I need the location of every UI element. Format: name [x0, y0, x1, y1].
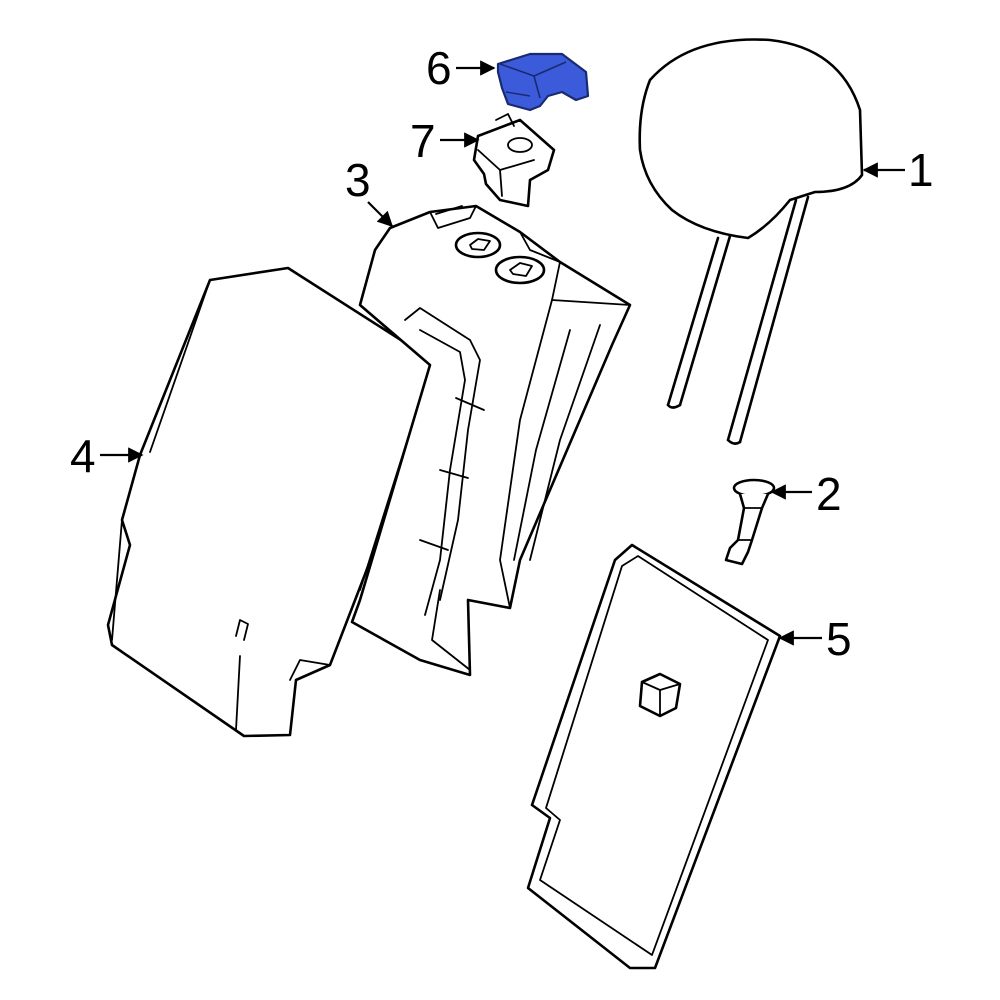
back-panel-part[interactable] — [526, 543, 782, 970]
release-bracket-part[interactable] — [472, 113, 556, 208]
callout-7[interactable]: 7 — [410, 115, 480, 167]
callout-label-7: 7 — [410, 115, 436, 167]
callout-label-2: 2 — [816, 468, 842, 520]
seat-back-cushion-part[interactable] — [106, 266, 442, 738]
callout-2[interactable]: 2 — [770, 468, 842, 520]
seat-back-frame-part[interactable] — [350, 204, 632, 677]
headrest-part[interactable] — [638, 38, 864, 445]
release-cover-part[interactable] — [496, 52, 590, 112]
headrest-guide-part[interactable] — [724, 478, 776, 566]
callout-label-3: 3 — [345, 154, 371, 206]
callout-1[interactable]: 1 — [862, 144, 934, 196]
callout-label-5: 5 — [826, 613, 852, 665]
callout-label-1: 1 — [908, 144, 934, 196]
callout-label-6: 6 — [426, 42, 452, 94]
callout-4[interactable]: 4 — [70, 430, 144, 482]
callout-3[interactable]: 3 — [345, 154, 394, 228]
callout-5[interactable]: 5 — [778, 613, 852, 665]
callout-label-4: 4 — [70, 430, 96, 482]
callout-6[interactable]: 6 — [426, 42, 496, 94]
